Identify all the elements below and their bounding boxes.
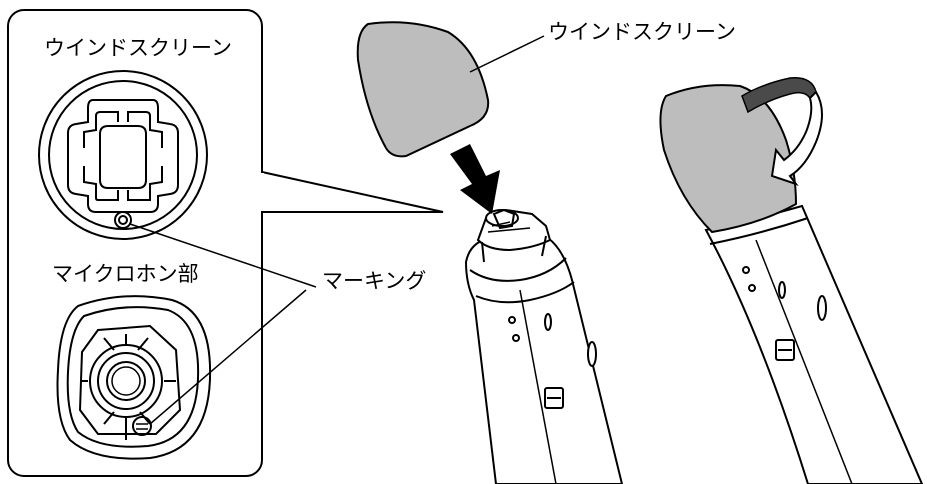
mic-unit-top-view xyxy=(56,295,212,460)
mic-unit-label: マイクロホン部 xyxy=(52,262,199,286)
windscreen-label: ウインドスクリーン xyxy=(548,20,736,44)
callout-wedge xyxy=(260,171,444,213)
marking-label: マーキング xyxy=(322,269,427,293)
right-microphone xyxy=(704,204,924,484)
marking-leader-lines xyxy=(129,223,317,425)
left-microphone xyxy=(464,208,624,484)
windscreen-right xyxy=(659,84,798,234)
windscreen-leader-line xyxy=(469,35,545,73)
windscreen-left xyxy=(356,21,490,158)
windscreen-bottom-view xyxy=(38,70,208,240)
rotate-clockwise-icon xyxy=(741,77,823,186)
inset-windscreen-label: ウインドスクリーン xyxy=(44,36,232,60)
down-arrow-icon xyxy=(450,144,500,214)
